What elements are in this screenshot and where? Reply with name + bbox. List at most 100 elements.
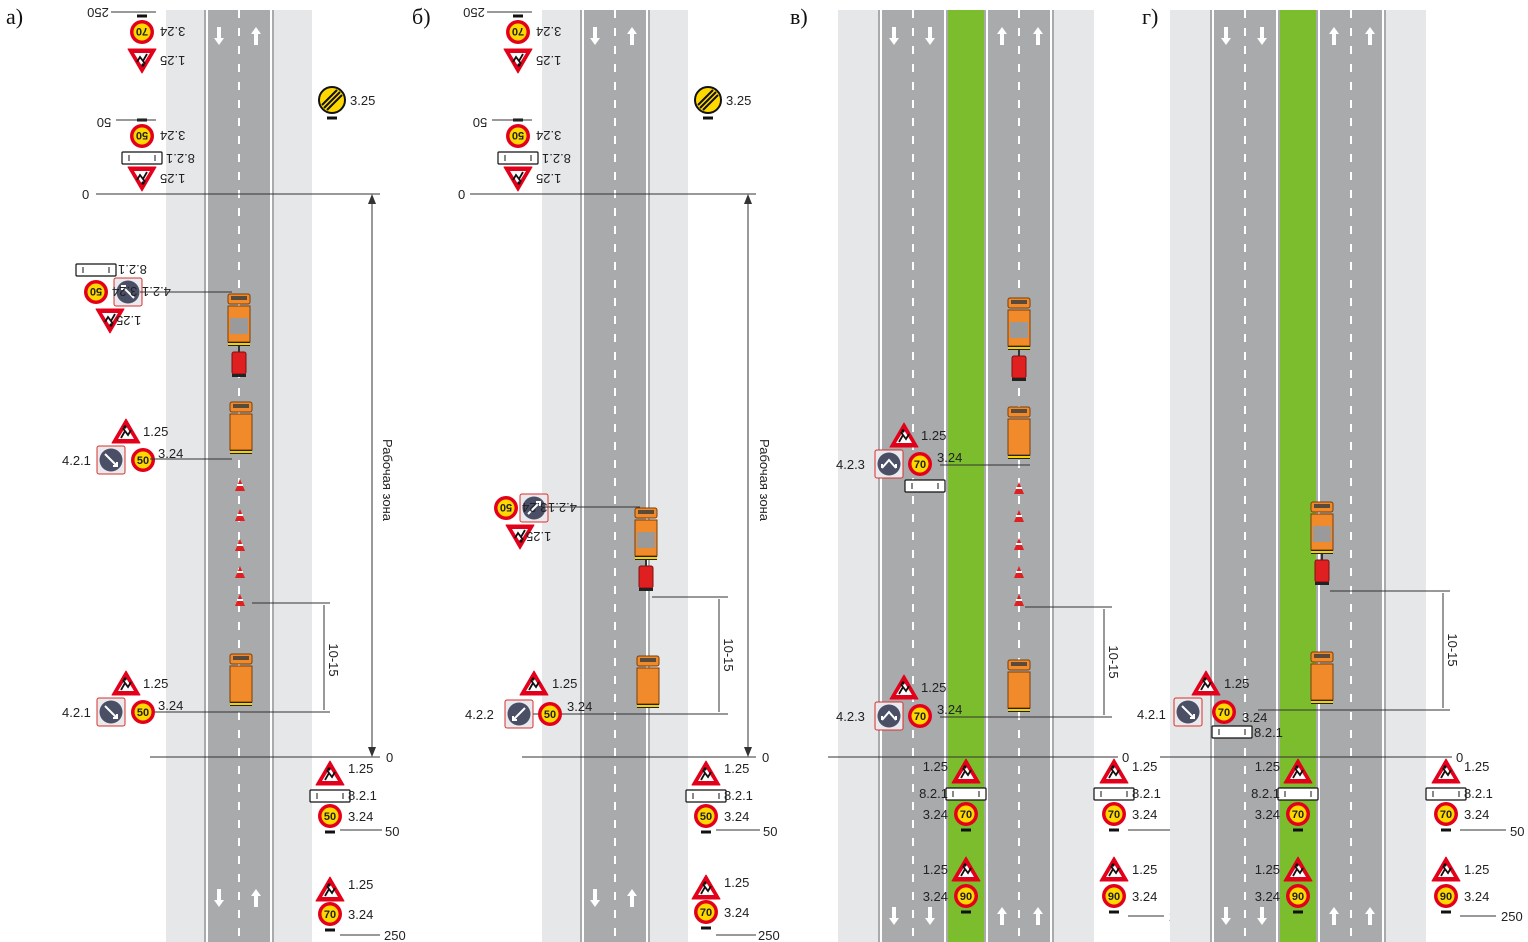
plate-sign xyxy=(1211,725,1253,739)
detour-arrow-icon xyxy=(881,710,897,721)
speed-limit-sign: 70 xyxy=(506,20,530,44)
road-works-icon xyxy=(136,53,148,65)
median-green xyxy=(1280,10,1316,942)
plate-sign xyxy=(1425,787,1467,801)
end-restrictions-stripes-icon xyxy=(321,89,343,111)
truck-body xyxy=(1310,663,1334,701)
road-works-icon xyxy=(1108,767,1120,779)
works-sign xyxy=(503,48,533,74)
worker-head-icon xyxy=(963,863,967,867)
cone-stripe xyxy=(237,571,243,573)
speed-sign-field xyxy=(1105,805,1123,823)
detour-sign xyxy=(96,445,126,475)
gap-10-15-label: 10-15 xyxy=(1106,645,1121,678)
lane-arrow xyxy=(925,907,935,925)
speed-limit-sign: 50 xyxy=(506,124,530,148)
down-arrow-icon xyxy=(214,889,224,907)
worker-head-icon xyxy=(703,881,707,885)
up-arrow-icon xyxy=(251,27,261,45)
detour-sign-set-4.2.1: 701.253.244.2.18.2.1 xyxy=(1137,670,1283,740)
lane-arrow xyxy=(1365,907,1375,925)
leading-truck-with-trailer xyxy=(1007,297,1031,381)
trailer-body xyxy=(638,565,654,589)
truck-equipment xyxy=(1010,322,1028,338)
worker-head-icon xyxy=(517,63,521,67)
panel-g: 10-15701.253.244.2.18.2.10701.258.2.13.2… xyxy=(1137,10,1524,942)
leading-truck-with-trailer xyxy=(227,293,251,377)
distance-50-mark: 50 xyxy=(763,824,777,839)
worker-head-icon xyxy=(519,539,523,543)
sign-code-3-24: 3.24 xyxy=(937,702,962,717)
plate-8-2-1 xyxy=(497,151,539,165)
road-works-icon xyxy=(960,865,972,877)
lane-arrow xyxy=(590,889,600,907)
speed-limit-sign: 70 xyxy=(1286,802,1310,826)
truck-body xyxy=(229,413,253,451)
sign-code-1-25: 1.25 xyxy=(1255,862,1280,877)
speed-limit-value: 70 xyxy=(914,711,926,723)
speed-limit-value: 50 xyxy=(136,129,148,141)
sign-code-3-24: 3.24 xyxy=(1255,889,1280,904)
speed-limit-value: 50 xyxy=(137,707,149,719)
speed-limit-sign: 50 xyxy=(131,700,155,724)
plate-8-2-1 xyxy=(1277,787,1319,801)
down-arrow-icon xyxy=(889,27,899,45)
road-works-icon xyxy=(1200,679,1212,691)
work-truck-middle xyxy=(229,401,253,454)
lane-arrow xyxy=(1257,907,1267,925)
sign-code-3-24: 3.24 xyxy=(1464,889,1489,904)
truck-warning-stripe xyxy=(635,557,657,559)
distance-250-mark: 250 xyxy=(1501,909,1523,924)
median-signs-250: 901.253.24 xyxy=(1255,856,1313,914)
sign-code-1-25: 1.25 xyxy=(1132,862,1157,877)
plate-8-2-1 xyxy=(1093,787,1135,801)
detour-sign xyxy=(113,277,143,307)
sign-code-3-24: 3.24 xyxy=(923,807,948,822)
outer-signs-50: 701.258.2.13.24 xyxy=(1425,758,1493,832)
end-restrictions-stripes-icon xyxy=(697,89,719,111)
distance-250-label: 250 xyxy=(87,5,109,20)
speed-sign-field xyxy=(133,127,151,145)
speed-sign-field xyxy=(697,807,715,825)
sign-code-1-25: 1.25 xyxy=(160,171,185,186)
road-works-icon xyxy=(700,883,712,895)
plate-sign xyxy=(497,151,539,165)
sign-code-1-25: 1.25 xyxy=(526,529,551,544)
speed-sign-field xyxy=(509,127,527,145)
sign-code-3-24: 3.24 xyxy=(112,284,137,299)
sign-code-4-2-1: 4.2.1 xyxy=(62,453,91,468)
up-arrow-icon xyxy=(627,889,637,907)
speed-limit-sign: 50 xyxy=(131,448,155,472)
work-truck-rear xyxy=(1310,651,1334,704)
outer-signs-250: 901.253.24 xyxy=(1099,856,1157,914)
detour-sign-set-4.2.2: 501.253.244.2.2 xyxy=(465,670,592,729)
cone-stripe xyxy=(237,599,243,601)
truck-warning-stripe xyxy=(230,451,252,453)
worker-head-icon xyxy=(141,63,145,67)
detour-sign xyxy=(504,699,534,729)
speed-limit-sign: 70 xyxy=(1102,802,1126,826)
sign-code-3-24: 3.24 xyxy=(937,450,962,465)
works-sign xyxy=(111,670,141,696)
works-sign xyxy=(111,418,141,444)
oncoming-signs-50: 501.258.2.13.24 xyxy=(497,118,571,192)
works-sign xyxy=(315,876,345,902)
after-zone-signs-50: 501.258.2.13.24 xyxy=(685,760,753,834)
truck-windshield xyxy=(1011,300,1027,304)
sign-code-8-2-1: 8.2.1 xyxy=(166,151,195,166)
detour-sign-set-4.2.1-set-1: 501.253.244.2.1 xyxy=(62,418,183,475)
down-arrow-icon xyxy=(214,27,224,45)
speed-limit-sign: 70 xyxy=(318,902,342,926)
truck-windshield xyxy=(233,404,249,408)
truck-windshield xyxy=(640,658,656,662)
outer-signs-250: 901.253.24 xyxy=(1431,856,1489,914)
speed-limit-sign: 50 xyxy=(318,804,342,828)
sign-code-8-2-1: 8.2.1 xyxy=(118,262,147,277)
sign-code-3-24: 3.24 xyxy=(1464,807,1489,822)
speed-limit-value: 70 xyxy=(914,459,926,471)
panel-letter-a: а) xyxy=(6,4,24,29)
up-arrow-icon xyxy=(251,889,261,907)
works-sign xyxy=(1283,856,1313,882)
plate-8-2-1 xyxy=(309,789,351,803)
